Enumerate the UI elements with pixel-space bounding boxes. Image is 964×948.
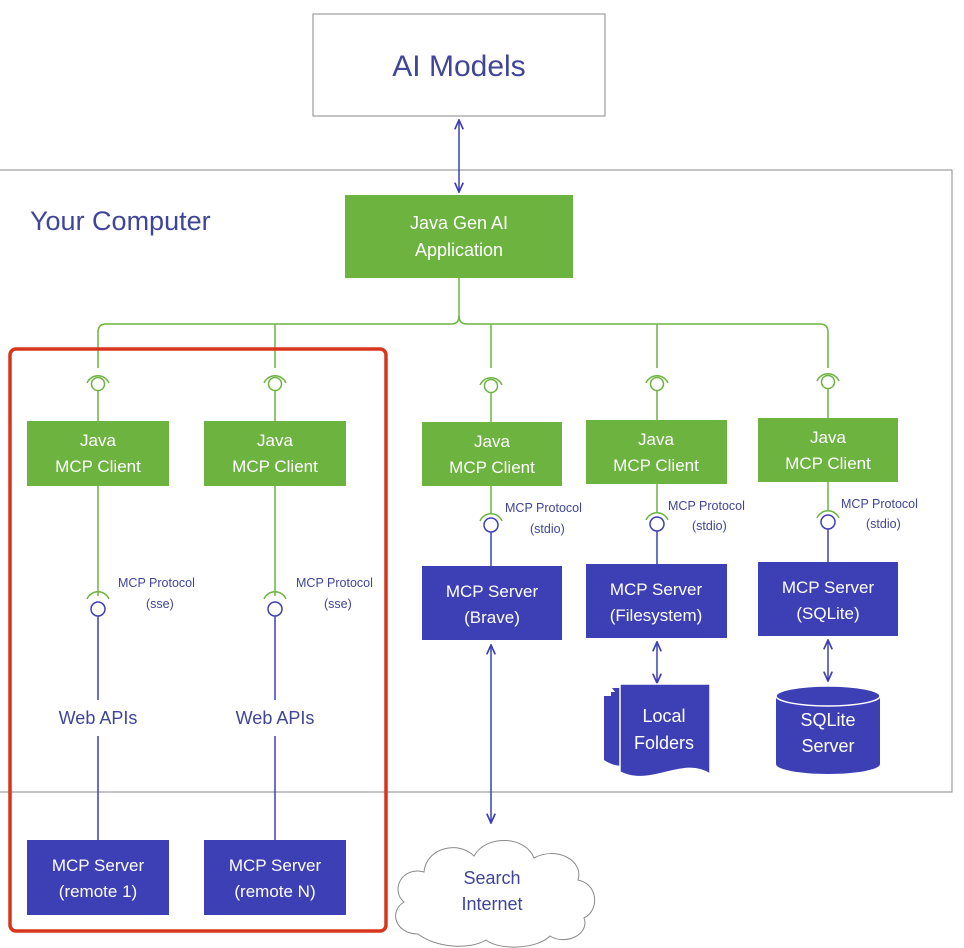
client-2-line1: Java xyxy=(257,431,293,450)
client-box-3: Java MCP Client xyxy=(422,422,562,486)
sqlite-db-line1: SQLite xyxy=(800,710,855,730)
app-client-connectors xyxy=(97,278,829,368)
client-3-line1: Java xyxy=(474,432,510,451)
transport-label-3: (stdio) xyxy=(530,522,565,536)
java-gen-ai-application: Java Gen AI Application xyxy=(345,195,573,278)
app-line1: Java Gen AI xyxy=(410,213,508,233)
client-2-line2: MCP Client xyxy=(232,457,318,476)
socket-2 xyxy=(263,375,287,384)
web-apis-label-2: Web APIs xyxy=(236,708,315,728)
client-box-2: Java MCP Client xyxy=(204,421,346,486)
ai-models-box: AI Models xyxy=(312,13,606,117)
client-4-line2: MCP Client xyxy=(613,456,699,475)
socket-5 xyxy=(816,373,840,382)
sqlite-line2: (SQLite) xyxy=(796,604,859,623)
remote-n-line1: MCP Server xyxy=(229,856,322,875)
internet-line1: Search xyxy=(463,868,520,888)
client-box-4: Java MCP Client xyxy=(586,420,727,484)
protocol-label-4: MCP Protocol xyxy=(668,499,745,513)
socket-3 xyxy=(479,377,503,386)
sqlite-db-line2: Server xyxy=(801,736,854,756)
search-internet-cloud: Search Internet xyxy=(395,840,596,948)
client-3-line2: MCP Client xyxy=(449,458,535,477)
filesystem-line2: (Filesystem) xyxy=(610,606,703,625)
remote-1-line1: MCP Server xyxy=(52,856,145,875)
web-apis-label-1: Web APIs xyxy=(59,708,138,728)
transport-label-2: (sse) xyxy=(324,597,352,611)
mcp-server-filesystem: MCP Server (Filesystem) xyxy=(586,564,727,638)
remote-servers-highlight xyxy=(8,347,388,933)
client-5-line1: Java xyxy=(810,428,846,447)
local-folders-line1: Local xyxy=(642,706,685,726)
protocol-label-5: MCP Protocol xyxy=(841,497,918,511)
local-folders-icon: Local Folders xyxy=(604,683,711,778)
socket-1 xyxy=(86,375,110,384)
client-5-line2: MCP Client xyxy=(785,454,871,473)
mcp-server-remote-n: MCP Server (remote N) xyxy=(204,840,346,915)
protocol-label-3: MCP Protocol xyxy=(505,501,582,515)
client-4-line1: Java xyxy=(638,430,674,449)
sqlite-database-icon: SQLite Server xyxy=(775,685,881,774)
mcp-server-brave: MCP Server (Brave) xyxy=(422,566,562,640)
your-computer-boundary: Your Computer xyxy=(0,169,953,793)
transport-label-1: (sse) xyxy=(146,597,174,611)
sqlite-line1: MCP Server xyxy=(782,578,875,597)
client-box-1: Java MCP Client xyxy=(27,421,169,486)
mcp-server-sqlite: MCP Server (SQLite) xyxy=(758,562,898,636)
remote-1-line2: (remote 1) xyxy=(59,882,137,901)
app-line2: Application xyxy=(415,240,503,260)
mcp-server-remote-1: MCP Server (remote 1) xyxy=(27,840,169,915)
protocol-label-2: MCP Protocol xyxy=(296,576,373,590)
client-sockets xyxy=(86,373,840,422)
brave-line2: (Brave) xyxy=(464,608,520,627)
ai-models-label: AI Models xyxy=(392,50,525,83)
transport-label-5: (stdio) xyxy=(866,517,901,531)
client-1-line1: Java xyxy=(80,431,116,450)
client-downlinks-green xyxy=(86,482,840,600)
protocol-labels: MCP Protocol (sse) MCP Protocol (sse) MC… xyxy=(118,497,918,611)
client-1-line2: MCP Client xyxy=(55,457,141,476)
brave-line1: MCP Server xyxy=(446,582,539,601)
local-folders-line2: Folders xyxy=(634,733,694,753)
protocol-label-1: MCP Protocol xyxy=(118,576,195,590)
transport-label-4: (stdio) xyxy=(692,519,727,533)
internet-line2: Internet xyxy=(461,894,522,914)
your-computer-label: Your Computer xyxy=(30,206,211,236)
remote-n-line2: (remote N) xyxy=(234,882,315,901)
client-box-5: Java MCP Client xyxy=(758,418,898,482)
protocol-ports-navy xyxy=(90,514,836,840)
filesystem-line1: MCP Server xyxy=(610,580,703,599)
socket-4 xyxy=(645,375,669,384)
